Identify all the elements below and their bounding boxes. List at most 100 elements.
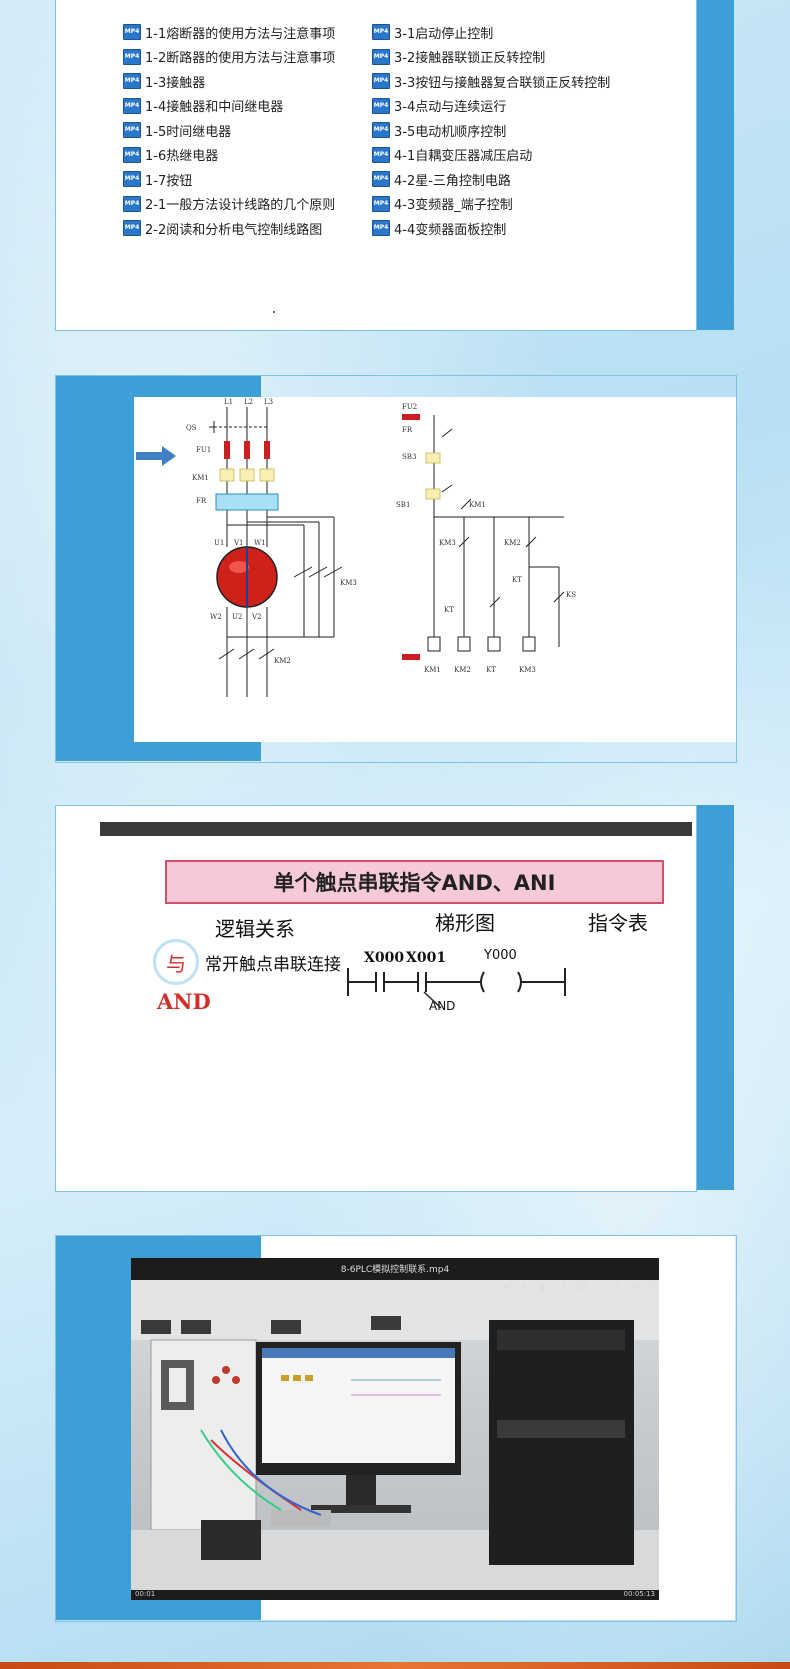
label-km3: KM3 <box>340 579 357 587</box>
video-still <box>131 1280 659 1590</box>
ctrl-km3: KM3 <box>439 539 456 547</box>
file-name: 4-4变频器面板控制 <box>394 222 507 238</box>
mp4-file-icon: MP4 <box>123 171 141 188</box>
ctrl-kt2: KT <box>512 576 522 584</box>
time-total: 00:05:13 <box>623 1590 655 1598</box>
file-name: 1-1熔断器的使用方法与注意事项 <box>145 26 336 42</box>
menu-icon[interactable]: ☰ <box>646 1283 655 1293</box>
coil-y000: Y000 <box>483 948 517 963</box>
instruction-title: 单个触点串联指令AND、ANI <box>165 860 664 904</box>
speed-1x-button[interactable]: 1X <box>554 1283 567 1293</box>
draw-icon[interactable]: ✎ <box>520 1283 529 1293</box>
file-name: 2-2阅读和分析电气控制线路图 <box>145 222 323 238</box>
location-icon[interactable]: ⚲ <box>614 1283 621 1293</box>
player-timebar[interactable]: 00:01 00:05:13 <box>131 1590 659 1600</box>
file-name: 3-3按钮与接触器复合联锁正反转控制 <box>394 75 611 91</box>
phase-l1: L1 <box>224 398 233 406</box>
video-frame[interactable] <box>131 1280 659 1590</box>
contact-x001: X001 <box>406 950 446 966</box>
motor-w2: W2 <box>210 613 222 621</box>
ctrl-ks: KS <box>566 591 576 599</box>
and-word: AND <box>157 989 211 1014</box>
header-logic: 逻辑关系 <box>215 917 295 941</box>
file-name: 1-7按钮 <box>145 173 193 189</box>
file-name: 3-2接触器联锁正反转控制 <box>394 51 546 67</box>
file-name: 1-5时间继电器 <box>145 124 232 140</box>
motor-w1: W1 <box>254 539 266 547</box>
phase-l2: L2 <box>244 398 253 406</box>
mp4-file-icon: MP4 <box>123 195 141 212</box>
mp4-file-icon: MP4 <box>123 48 141 65</box>
dot <box>273 311 275 313</box>
file-name: 1-2断路器的使用方法与注意事项 <box>145 51 336 67</box>
header-ladder: 梯形图 <box>435 911 495 935</box>
label-km1: KM1 <box>192 474 209 482</box>
screenshot-icon[interactable]: ▣ <box>537 1283 546 1293</box>
bottom-bar <box>0 1662 790 1669</box>
mp4-file-icon: MP4 <box>372 122 390 139</box>
motor-u1: U1 <box>214 539 224 547</box>
logic-description: 常开触点串联连接 <box>205 955 341 975</box>
video-panel <box>55 1235 737 1622</box>
motor-v1: V1 <box>233 539 244 547</box>
ctrl-sb1: SB1 <box>396 501 410 509</box>
ctrl-km1: KM1 <box>469 501 486 509</box>
mp4-file-icon: MP4 <box>372 195 390 212</box>
speed-2x-button[interactable]: 2X <box>575 1283 588 1293</box>
label-fu1: FU1 <box>196 446 211 454</box>
circuit-diagram: L1 L2 L3 QS FU1 KM1 FR <box>136 398 576 697</box>
settings-icon[interactable]: ⚙ <box>629 1283 638 1293</box>
file-name: 2-1一般方法设计线路的几个原则 <box>145 198 336 214</box>
mp4-file-icon: MP4 <box>372 48 390 65</box>
yu-badge: 与 <box>153 939 199 985</box>
arrow-icon <box>136 446 176 466</box>
pc-tower <box>489 1320 634 1565</box>
file-name: 4-1自耦变压器减压启动 <box>394 149 533 165</box>
mp4-file-icon: MP4 <box>123 97 141 114</box>
plc-unit <box>201 1520 261 1560</box>
time-current: 00:01 <box>135 1590 156 1598</box>
ctrl-kt1: KT <box>444 606 454 614</box>
coil-kt: KT <box>486 666 496 674</box>
fullscreen-icon[interactable]: ▢ <box>596 1283 606 1293</box>
coil-km2: KM2 <box>454 666 471 674</box>
mp4-file-icon: MP4 <box>372 146 390 163</box>
file-name: 1-6热继电器 <box>145 149 219 165</box>
video-player[interactable]: 8-6PLC模拟控制联系.mp4 <box>131 1258 659 1600</box>
file-name: 4-3变频器_端子控制 <box>394 198 513 214</box>
file-name: 3-5电动机顺序控制 <box>394 124 507 140</box>
player-toolbar: ☛ ✎ ▣ 1X 2X ▢ ⚲ ⚙ ☰ <box>504 1280 655 1296</box>
mp4-file-icon: MP4 <box>123 122 141 139</box>
coil-km3: KM3 <box>519 666 536 674</box>
circuit-panel <box>55 375 737 763</box>
file-name: 1-4接触器和中间继电器 <box>145 100 284 116</box>
ladder-diagram: X000 X001 Y000 AND <box>347 948 566 1013</box>
fu2-fuse <box>402 414 420 420</box>
cursor-icon[interactable]: ☛ <box>503 1283 512 1293</box>
ctrl-sb3: SB3 <box>402 453 416 461</box>
file-name: 1-3接触器 <box>145 75 206 91</box>
mp4-file-icon: MP4 <box>372 24 390 41</box>
file-name: 4-2星-三角控制电路 <box>394 173 511 189</box>
ctrl-km2: KM2 <box>504 539 521 547</box>
